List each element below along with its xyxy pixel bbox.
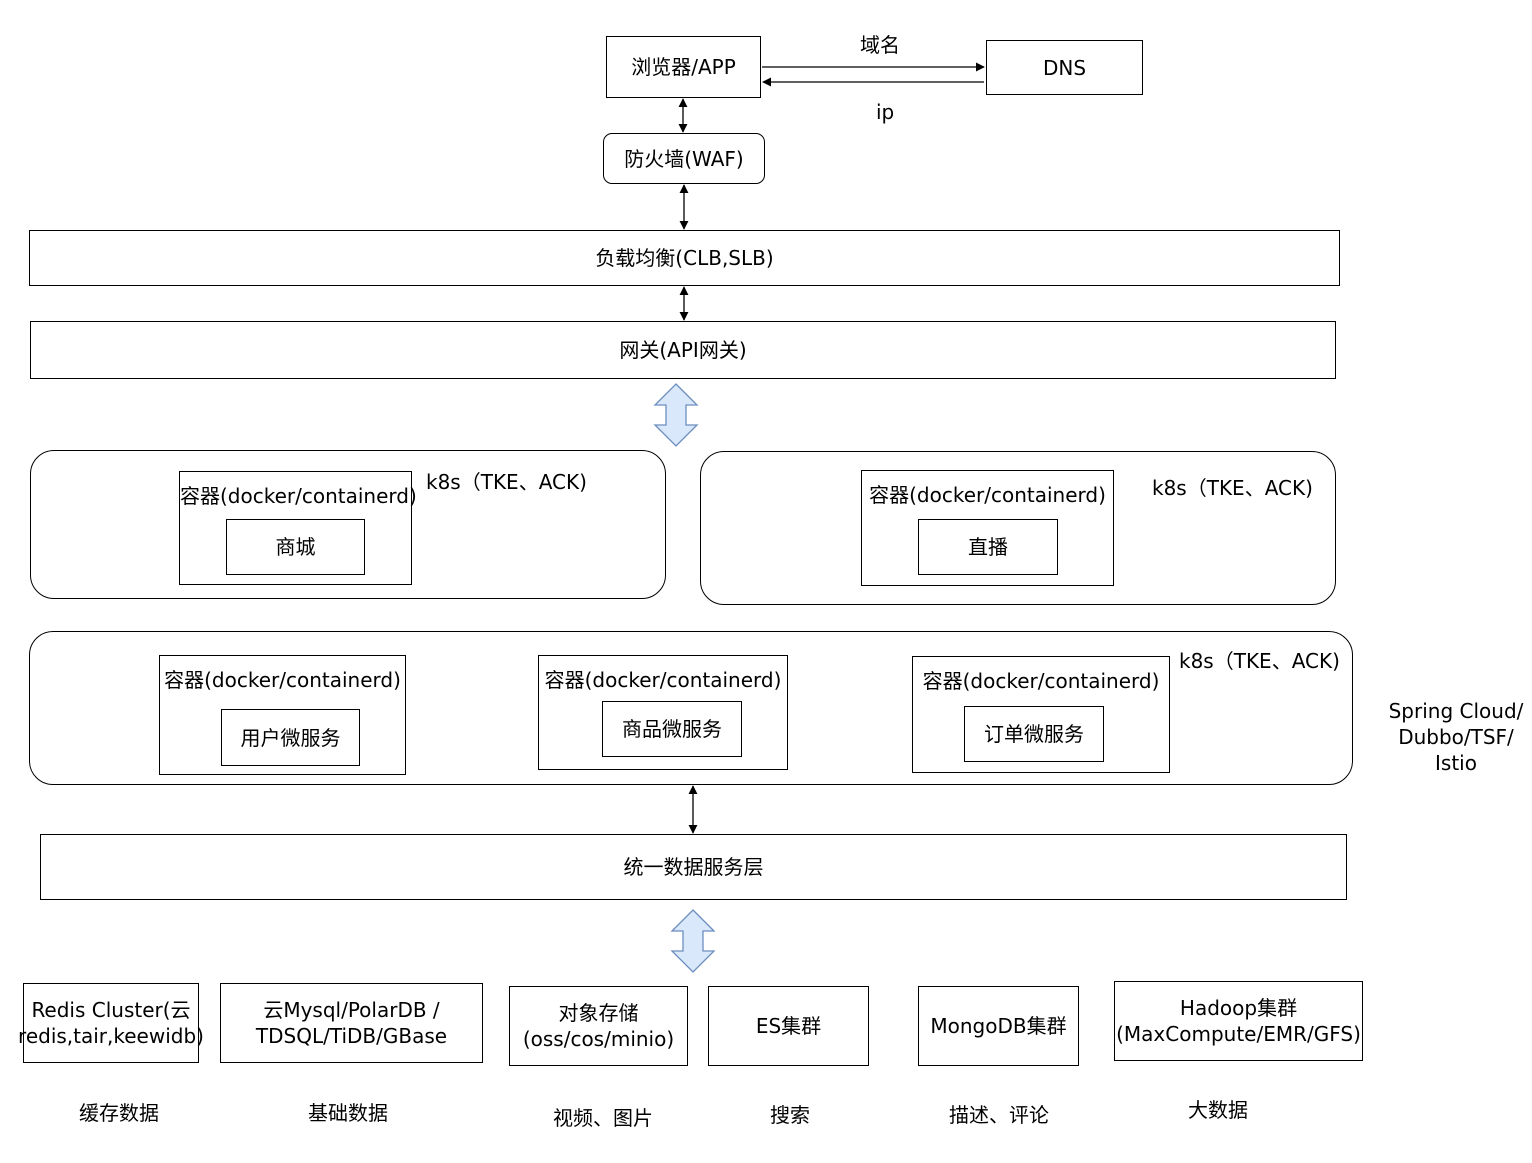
waf-label: 防火墙(WAF) — [624, 146, 744, 171]
container-mall-label: 容器(docker/containerd) — [180, 484, 417, 508]
store-mysql-caption: 基础数据 — [308, 1101, 388, 1125]
ip-label: ip — [876, 100, 895, 124]
k8s-cluster-mall-label: k8s（TKE、ACK) — [426, 470, 587, 494]
service-live-label: 直播 — [968, 535, 1008, 559]
data-service-layer: 统一数据服务层 — [40, 834, 1347, 900]
store-mongodb-caption: 描述、评论 — [949, 1103, 1049, 1127]
container-order-label: 容器(docker/containerd) — [922, 669, 1160, 693]
gateway-node: 网关(API网关) — [30, 321, 1336, 379]
store-redis-caption: 缓存数据 — [79, 1101, 159, 1125]
load-balancer-label: 负载均衡(CLB,SLB) — [595, 246, 774, 270]
service-product-label: 商品微服务 — [622, 717, 722, 741]
service-live: 直播 — [918, 519, 1058, 575]
store-object-line-2: (oss/cos/minio) — [522, 1027, 675, 1051]
service-user: 用户微服务 — [221, 709, 360, 766]
browser-app-label: 浏览器/APP — [631, 55, 736, 79]
store-mysql-line-1: 云Mysql/PolarDB / — [263, 998, 440, 1022]
load-balancer-node: 负载均衡(CLB,SLB) — [29, 230, 1340, 286]
service-mall: 商城 — [226, 519, 365, 575]
service-order-label: 订单微服务 — [984, 722, 1084, 746]
store-mysql-line-2: TDSQL/TiDB/GBase — [255, 1024, 448, 1048]
store-es-line-1: ES集群 — [755, 1014, 822, 1038]
store-hadoop: Hadoop集群 (MaxCompute/EMR/GFS) — [1114, 981, 1363, 1061]
store-mongodb: MongoDB集群 — [918, 986, 1079, 1066]
store-object-caption: 视频、图片 — [553, 1106, 653, 1130]
store-redis-line-1: Redis Cluster(云 — [31, 998, 191, 1022]
k8s-cluster-microservices — [29, 631, 1353, 785]
framework-label-line-1: Spring Cloud/ — [1388, 699, 1524, 723]
k8s-cluster-microservices-label: k8s（TKE、ACK) — [1179, 649, 1340, 673]
service-user-label: 用户微服务 — [240, 725, 341, 750]
container-user-label: 容器(docker/containerd) — [164, 668, 401, 692]
dns-label: DNS — [1042, 55, 1087, 80]
service-order: 订单微服务 — [964, 706, 1104, 762]
k8s-cluster-live — [700, 451, 1336, 605]
store-mongodb-line-1: MongoDB集群 — [930, 1014, 1067, 1038]
store-mysql: 云Mysql/PolarDB / TDSQL/TiDB/GBase — [220, 983, 483, 1063]
container-product-label: 容器(docker/containerd) — [544, 668, 782, 692]
gateway-label: 网关(API网关) — [619, 338, 747, 362]
gateway-k8s-block-arrow — [653, 383, 699, 447]
store-hadoop-line-2: (MaxCompute/EMR/GFS) — [1116, 1022, 1361, 1046]
store-hadoop-caption: 大数据 — [1188, 1098, 1248, 1122]
framework-label-line-3: Istio — [1435, 751, 1477, 775]
store-hadoop-line-1: Hadoop集群 — [1179, 996, 1298, 1020]
store-object: 对象存储 (oss/cos/minio) — [509, 986, 688, 1066]
store-object-line-1: 对象存储 — [558, 1001, 639, 1025]
k8s-cluster-live-label: k8s（TKE、ACK) — [1152, 476, 1313, 500]
container-live-label: 容器(docker/containerd) — [869, 483, 1106, 507]
dataservice-stores-block-arrow — [670, 909, 716, 973]
store-es: ES集群 — [708, 986, 869, 1066]
k8s-cluster-mall — [30, 450, 666, 599]
browser-app-node: 浏览器/APP — [606, 36, 761, 98]
domain-label: 域名 — [860, 33, 900, 57]
store-redis: Redis Cluster(云 redis,tair,keewidb) — [18, 983, 204, 1063]
framework-label: Spring Cloud/ Dubbo/TSF/ Istio — [1380, 698, 1532, 776]
store-redis-line-2: redis,tair,keewidb) — [18, 1024, 204, 1048]
service-mall-label: 商城 — [275, 535, 316, 559]
service-product: 商品微服务 — [602, 701, 742, 757]
dns-node: DNS — [986, 40, 1143, 95]
store-es-caption: 搜索 — [770, 1103, 810, 1127]
framework-label-line-2: Dubbo/TSF/ — [1398, 725, 1514, 749]
waf-node: 防火墙(WAF) — [603, 133, 765, 184]
data-service-layer-label: 统一数据服务层 — [623, 855, 764, 879]
